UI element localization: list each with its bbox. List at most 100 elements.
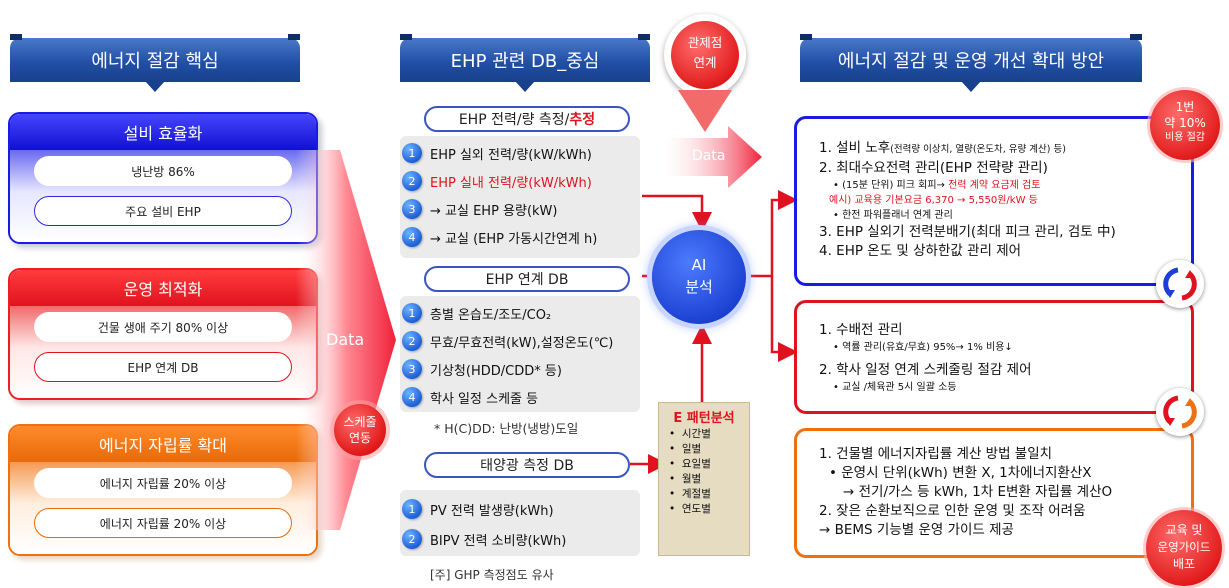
ehp-power-head-b: 추정 (569, 112, 596, 128)
control-text-1: 관제점 (687, 35, 723, 50)
improvement-line: 1. 수배전 관리 (819, 322, 903, 338)
panel-operation-optimization: 운영 최적화 건물 생애 주기 80% 이상 EHP 연계 DB (8, 268, 318, 400)
schedule-text-2: 연동 (348, 431, 372, 445)
number-bullet: 4 (402, 227, 422, 247)
improvement-line: 3. EHP 실외기 전력분배기(최대 피크 관리, 검토 中) (819, 224, 1116, 240)
number-bullet: 2 (402, 529, 422, 549)
list-item: 2 무효/무효전력(kW),설정온도(℃) (402, 328, 613, 354)
badge-text: 비용 절감 (1165, 132, 1205, 143)
improvement-line: 4. EHP 온도 및 상하한값 관리 제어 (819, 243, 1022, 259)
badge-text: 약 10% (1164, 116, 1206, 130)
cost-saving-badge: 1번 약 10% 비용 절감 (1150, 90, 1220, 160)
number-bullet: 3 (402, 359, 422, 379)
ai-text-2: 분석 (685, 278, 713, 296)
ghp-note: [주] GHP 측정점도 유사 (430, 568, 554, 582)
panel-item: EHP 연계 DB (34, 352, 292, 382)
ehp-power-head-a: EHP 전력/량 측정/ (458, 112, 570, 128)
badge-text: 1번 (1175, 100, 1195, 114)
panel-equipment-efficiency: 설비 효율화 냉난방 86% 주요 설비 EHP (8, 112, 318, 244)
hdd-note: * H(C)DD: 난방(냉방)도일 (434, 421, 579, 436)
e-pattern-item: • 월별 (669, 473, 702, 485)
list-item: 1 PV 전력 발생량(kWh) (402, 496, 554, 522)
panel-energy-independence: 에너지 자립률 확대 에너지 자립률 20% 이상 에너지 자립률 20% 이상 (8, 424, 318, 556)
improvement-sub: • 역률 관리(유효/무효) 95%→ 1% 비용↓ (833, 342, 1013, 353)
ehp-link-head: EHP 연계 DB (424, 266, 630, 292)
list-item: 1 층별 온습도/조도/CO₂ (402, 300, 551, 326)
right-banner: 에너지 절감 및 운영 개선 확대 방안 (800, 34, 1142, 92)
panel-item: 냉난방 86% (34, 156, 292, 186)
panel-item: 주요 설비 EHP (34, 196, 292, 226)
middle-banner-title: EHP 관련 DB_중심 (450, 51, 600, 72)
panel-title: 운영 최적화 (10, 270, 316, 306)
improvement-line: 1. 건물별 에너지자립률 계산 방법 불일치 (819, 446, 1053, 462)
number-bullet: 1 (402, 303, 422, 323)
improvement-line: 2. 최대수요전력 관리(EHP 전략량 관리) (819, 160, 1048, 176)
list-item: 3 기상청(HDD/CDD* 등) (402, 356, 562, 382)
e-pattern-box: E 패턴분석 • 시간별 • 일별 • 요일별 • 월별 • 계절별 • 연도별 (658, 402, 750, 556)
schedule-link-badge: 스케줄 연동 (334, 404, 386, 456)
middle-banner: EHP 관련 DB_중심 (400, 34, 650, 92)
ai-text-1: AI (691, 256, 707, 274)
e-pattern-item: • 계절별 (669, 488, 711, 500)
number-bullet: 2 (402, 171, 422, 191)
e-pattern-item: • 요일별 (669, 458, 711, 470)
improvement-box-independence: 1. 건물별 에너지자립률 계산 방법 불일치 • 운영시 단위(kWh) 변환… (794, 428, 1194, 558)
ehp-power-head: EHP 전력/량 측정/추정 (424, 106, 630, 132)
improvement-sub: • (15분 단위) 피크 회피→ 전력 계약 요금제 검토 (833, 180, 1041, 191)
improvement-box-equipment: 1. 설비 노후(전력량 이상치, 열량(온도차, 유량 계산) 등) 2. 최… (794, 116, 1194, 286)
list-item-text: → 교실 EHP 용량(kW) (430, 203, 558, 219)
number-bullet: 3 (402, 199, 422, 219)
right-banner-title: 에너지 절감 및 운영 개선 확대 방안 (837, 51, 1105, 72)
panel-item: 에너지 자립률 20% 이상 (34, 468, 292, 498)
improvement-sub: 예시) 교육용 기본요금 6,370 → 5,550원/kW 등 (829, 195, 1038, 206)
list-item: 2 EHP 실내 전력/량(kW/kWh) (402, 168, 592, 194)
guide-distribution-badge: 교육 및 운영가이드 배포 (1146, 510, 1222, 586)
list-item-text: EHP 실외 전력/량(kW/kWh) (430, 147, 592, 163)
improvement-line: 2. 잦은 순환보직으로 인한 운영 및 조작 어려움 (819, 503, 1086, 519)
list-item-text: → 교실 (EHP 가동시간연계 h) (430, 231, 598, 247)
panel-item: 건물 생애 주기 80% 이상 (34, 312, 292, 342)
control-cone (678, 90, 732, 132)
list-item: 3 → 교실 EHP 용량(kW) (402, 196, 557, 222)
number-bullet: 4 (402, 387, 422, 407)
improvement-sub: • 한전 파워플래너 연계 관리 (833, 210, 953, 221)
number-bullet: 1 (402, 499, 422, 519)
data-label-left: Data (326, 330, 365, 349)
e-pattern-item: • 연도별 (669, 503, 711, 515)
list-item-text: EHP 실내 전력/량(kW/kWh) (430, 175, 592, 191)
number-bullet: 2 (402, 331, 422, 351)
badge-text: 교육 및 (1165, 523, 1203, 537)
list-item-text: 기상청(HDD/CDD* 등) (430, 363, 562, 379)
list-item: 4 → 교실 (EHP 가동시간연계 h) (402, 224, 597, 250)
left-banner-title: 에너지 절감 핵심 (91, 51, 219, 72)
ai-analysis-badge: AI 분석 (652, 230, 746, 324)
improvement-line: 1. 설비 노후(전력량 이상치, 열량(온도차, 유량 계산) 등) (819, 140, 1066, 156)
list-item-text: 층별 온습도/조도/CO₂ (430, 307, 552, 323)
left-banner: 에너지 절감 핵심 (10, 34, 300, 92)
list-item-text: BIPV 전력 소비량(kWh) (430, 533, 567, 549)
data-arrow-middle (662, 126, 762, 188)
ehp-link-section (400, 296, 640, 412)
badge-text: 배포 (1172, 557, 1196, 571)
cycle-arrows-icon (1156, 388, 1204, 436)
e-pattern-title: E 패턴분석 (673, 411, 735, 426)
improvement-line: • 운영시 단위(kWh) 변환 X, 1차에너지환산X (829, 465, 1092, 481)
improvement-box-operation: 1. 수배전 관리 • 역률 관리(유효/무효) 95%→ 1% 비용↓ 2. … (794, 300, 1194, 414)
improvement-line: 2. 학사 일정 연계 스케줄링 절감 제어 (819, 362, 1032, 378)
control-text-2: 연계 (693, 55, 717, 70)
list-item-text: PV 전력 발생량(kWh) (430, 503, 554, 519)
data-flow-arrow (296, 150, 396, 530)
cycle-arrows-icon (1156, 260, 1204, 308)
list-item-text: 무효/무효전력(kW),설정온도(℃) (430, 335, 614, 351)
improvement-sub: • 교실 /체육관 5시 일괄 소등 (833, 382, 957, 393)
improvement-line: → 전기/가스 등 kWh, 1차 E변환 자립률 계산O (843, 484, 1113, 500)
data-label-middle: Data (692, 148, 726, 164)
panel-title: 에너지 자립률 확대 (10, 426, 316, 462)
improvement-line: → BEMS 기능별 운영 가이드 제공 (819, 522, 1014, 538)
e-pattern-item: • 시간별 (669, 428, 711, 440)
ehp-power-section (400, 136, 640, 258)
solar-head: 태양광 측정 DB (424, 452, 630, 478)
